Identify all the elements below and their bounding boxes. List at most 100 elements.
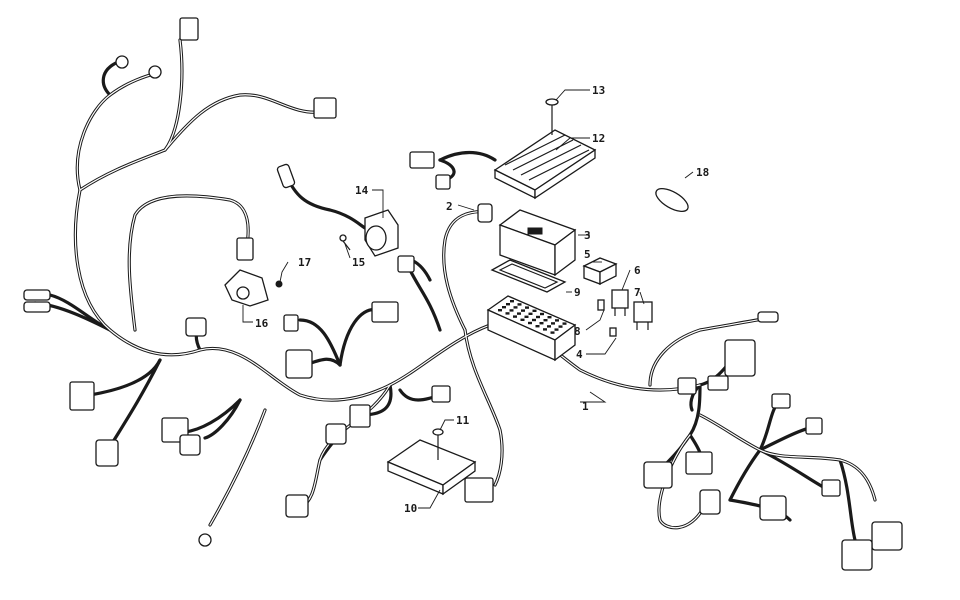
callout-18: 18 xyxy=(696,166,709,179)
connector-right-k xyxy=(771,393,791,409)
connector-upper xyxy=(313,97,337,119)
callout-15: 15 xyxy=(352,256,365,269)
fuse-slot xyxy=(513,306,518,309)
connector-center-d xyxy=(349,404,371,428)
fuse-slot xyxy=(536,315,540,319)
connector-right-i xyxy=(871,521,903,551)
fuse-8 xyxy=(597,299,605,311)
nut-17 xyxy=(275,280,283,288)
fuse-slot xyxy=(554,328,559,331)
connector-right-e xyxy=(699,489,721,515)
callout-9: 9 xyxy=(574,286,581,299)
fuse-slot xyxy=(502,306,506,309)
fuse-slot xyxy=(510,300,514,303)
fuse-block xyxy=(486,295,577,362)
voltage-regulator xyxy=(493,129,597,200)
fuse-slot xyxy=(528,321,532,325)
relay-6 xyxy=(611,289,629,316)
connector-center-a xyxy=(285,349,313,379)
callout-16: 16 xyxy=(255,317,269,330)
fuse-slot xyxy=(543,328,547,331)
fuse-slot xyxy=(498,309,502,312)
callout-7: 7 xyxy=(634,286,641,299)
inline-fuse-holder xyxy=(477,203,493,223)
connector-center-f xyxy=(431,385,451,403)
callout-8: 8 xyxy=(574,325,581,338)
callout-6: 6 xyxy=(634,264,641,277)
callout-1: 1 xyxy=(582,400,589,413)
connector-left-d xyxy=(179,434,201,456)
fuse-slot xyxy=(558,325,563,328)
connector-right-j xyxy=(841,539,873,571)
control-module xyxy=(386,439,494,503)
connector-top-left xyxy=(179,17,199,41)
ignition-coil xyxy=(276,163,399,257)
connector-bottom-center xyxy=(285,494,309,518)
connector-right-a xyxy=(724,339,756,377)
fuse-slot xyxy=(517,303,522,306)
screw-13 xyxy=(545,98,559,135)
relay-7 xyxy=(633,301,653,330)
connector-right-c xyxy=(643,461,673,489)
fuse-slot xyxy=(524,315,529,318)
fuse-slot xyxy=(528,312,533,315)
callout-11: 11 xyxy=(456,414,470,427)
hose-clamp xyxy=(655,187,689,213)
fuse-slot xyxy=(525,306,529,309)
connector-right-l xyxy=(707,375,729,391)
callout-labels: 1 2 3 4 5 6 7 8 9 10 11 12 13 14 15 16 1… xyxy=(255,84,709,515)
connector-right-h xyxy=(821,479,841,497)
relay-5 xyxy=(582,257,618,286)
callout-3: 3 xyxy=(584,229,591,242)
fuse-slot xyxy=(562,322,567,325)
fuse-slot xyxy=(532,309,537,312)
fuse-slot xyxy=(520,318,525,321)
ring-terminal-top-a xyxy=(115,55,129,69)
fuse-4 xyxy=(609,327,617,337)
connector-regulator-b xyxy=(435,174,451,190)
fuse-slot xyxy=(509,309,514,312)
callout-5: 5 xyxy=(584,248,591,261)
fuse-slot xyxy=(539,322,544,325)
connector-right-d xyxy=(685,451,713,475)
fuse-box-gasket xyxy=(490,259,567,293)
ring-terminal-top-b xyxy=(148,65,162,79)
connector-left-a xyxy=(69,381,95,411)
callout-10: 10 xyxy=(404,502,417,515)
callout-12: 12 xyxy=(592,132,605,145)
fuse-slot xyxy=(550,331,555,334)
fuse-slot xyxy=(543,319,548,322)
fuse-slot xyxy=(547,316,552,319)
fuse-slot xyxy=(513,315,517,318)
connector-right-g xyxy=(805,417,823,435)
callout-14: 14 xyxy=(355,184,369,197)
fuse-slot xyxy=(532,318,536,322)
screw-11 xyxy=(432,428,444,460)
fuse-slot xyxy=(505,312,510,315)
fuse-slot xyxy=(547,325,551,328)
fuse-slot xyxy=(506,303,510,306)
connector-left-b xyxy=(95,439,119,467)
harness-connectors xyxy=(23,17,903,571)
connector-right-f xyxy=(759,495,787,521)
callout-2: 2 xyxy=(446,200,453,213)
fuse-slot xyxy=(517,312,521,315)
leader-lines xyxy=(242,89,694,509)
spade-terminal-b xyxy=(23,301,51,313)
connector-sensor-plug xyxy=(236,237,254,261)
connector-left-mid xyxy=(185,317,207,337)
fuse-slot xyxy=(535,325,540,328)
spade-terminal-a xyxy=(23,289,51,301)
connector-center-e xyxy=(325,423,347,445)
fuse-slot xyxy=(540,312,544,316)
connector-regulator-a xyxy=(409,151,435,169)
ring-terminal-bottom xyxy=(198,533,212,547)
sensor-16 xyxy=(224,269,269,307)
fuse-box-cover xyxy=(498,209,577,277)
fuse-slot xyxy=(521,309,525,312)
screw-15 xyxy=(339,234,351,251)
callout-4: 4 xyxy=(576,348,583,361)
connector-center-c xyxy=(371,301,399,323)
fuse-slot xyxy=(551,322,555,325)
